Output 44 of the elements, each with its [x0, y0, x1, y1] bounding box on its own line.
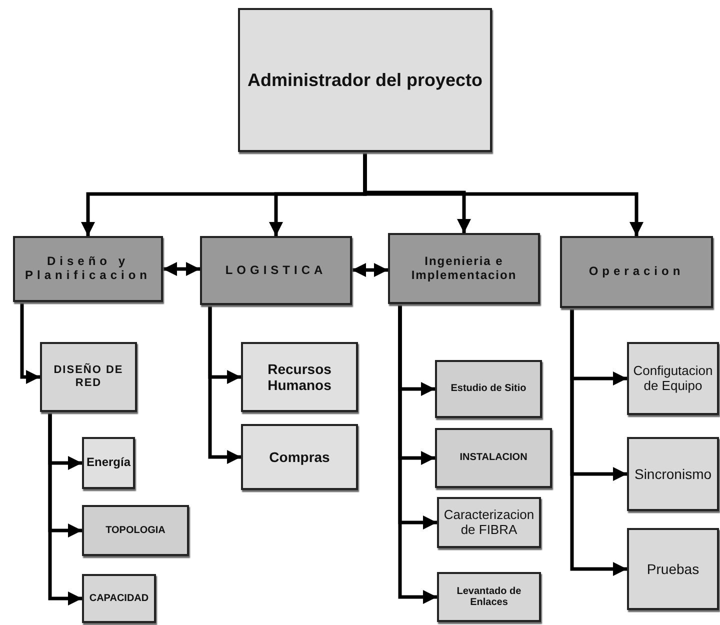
node-label: Administrador del proyecto: [247, 70, 483, 90]
node-label: TOPOLOGIA: [106, 524, 166, 536]
process-box: [241, 424, 358, 490]
node-label: Energía: [86, 456, 130, 470]
process-box: [82, 437, 135, 489]
process-box: [627, 528, 719, 610]
arrow: [208, 305, 241, 464]
process-box: [388, 233, 540, 304]
node-label: Configutacion de Equipo: [632, 364, 714, 394]
node-label: Pruebas: [646, 560, 700, 578]
node-label: Recursos Humanos: [266, 360, 332, 394]
process-box: [40, 342, 137, 412]
node-label: Ingenieria e Implementacion: [410, 254, 518, 282]
node-label: LOGISTICA: [225, 264, 327, 278]
node-label: Levantado de Enlaces: [456, 586, 522, 608]
process-box: [13, 236, 163, 302]
arrow: [48, 412, 82, 606]
process-box: [627, 342, 719, 415]
process-box: [82, 505, 189, 556]
process-box: [627, 437, 719, 511]
node-label: Caracterizacion de FIBRA: [442, 508, 536, 538]
process-box: [560, 236, 713, 308]
node-label: Operacion: [588, 265, 684, 279]
process-box: [437, 572, 541, 622]
node-label: Diseño y Planificacion: [24, 255, 152, 283]
arrow: [398, 304, 437, 604]
process-box: [241, 342, 358, 412]
node-label: Sincronismo: [634, 466, 712, 482]
manager-box: [238, 8, 492, 152]
node-label: INSTALACION: [460, 452, 528, 464]
arrow: [352, 263, 388, 277]
node-label: CAPACIDAD: [89, 592, 149, 604]
arrow: [363, 152, 644, 236]
process-box: [435, 360, 542, 418]
process-box: [200, 236, 352, 305]
arrow: [163, 262, 200, 276]
node-label: DISEÑO DE RED: [52, 364, 124, 390]
process-box: [437, 497, 541, 548]
arrow: [20, 302, 40, 384]
node-label: Compras: [269, 448, 330, 466]
arrow: [570, 308, 627, 576]
process-box: [435, 428, 552, 488]
node-label: Estudio de Sitio: [450, 383, 526, 395]
process-box: [82, 574, 156, 623]
